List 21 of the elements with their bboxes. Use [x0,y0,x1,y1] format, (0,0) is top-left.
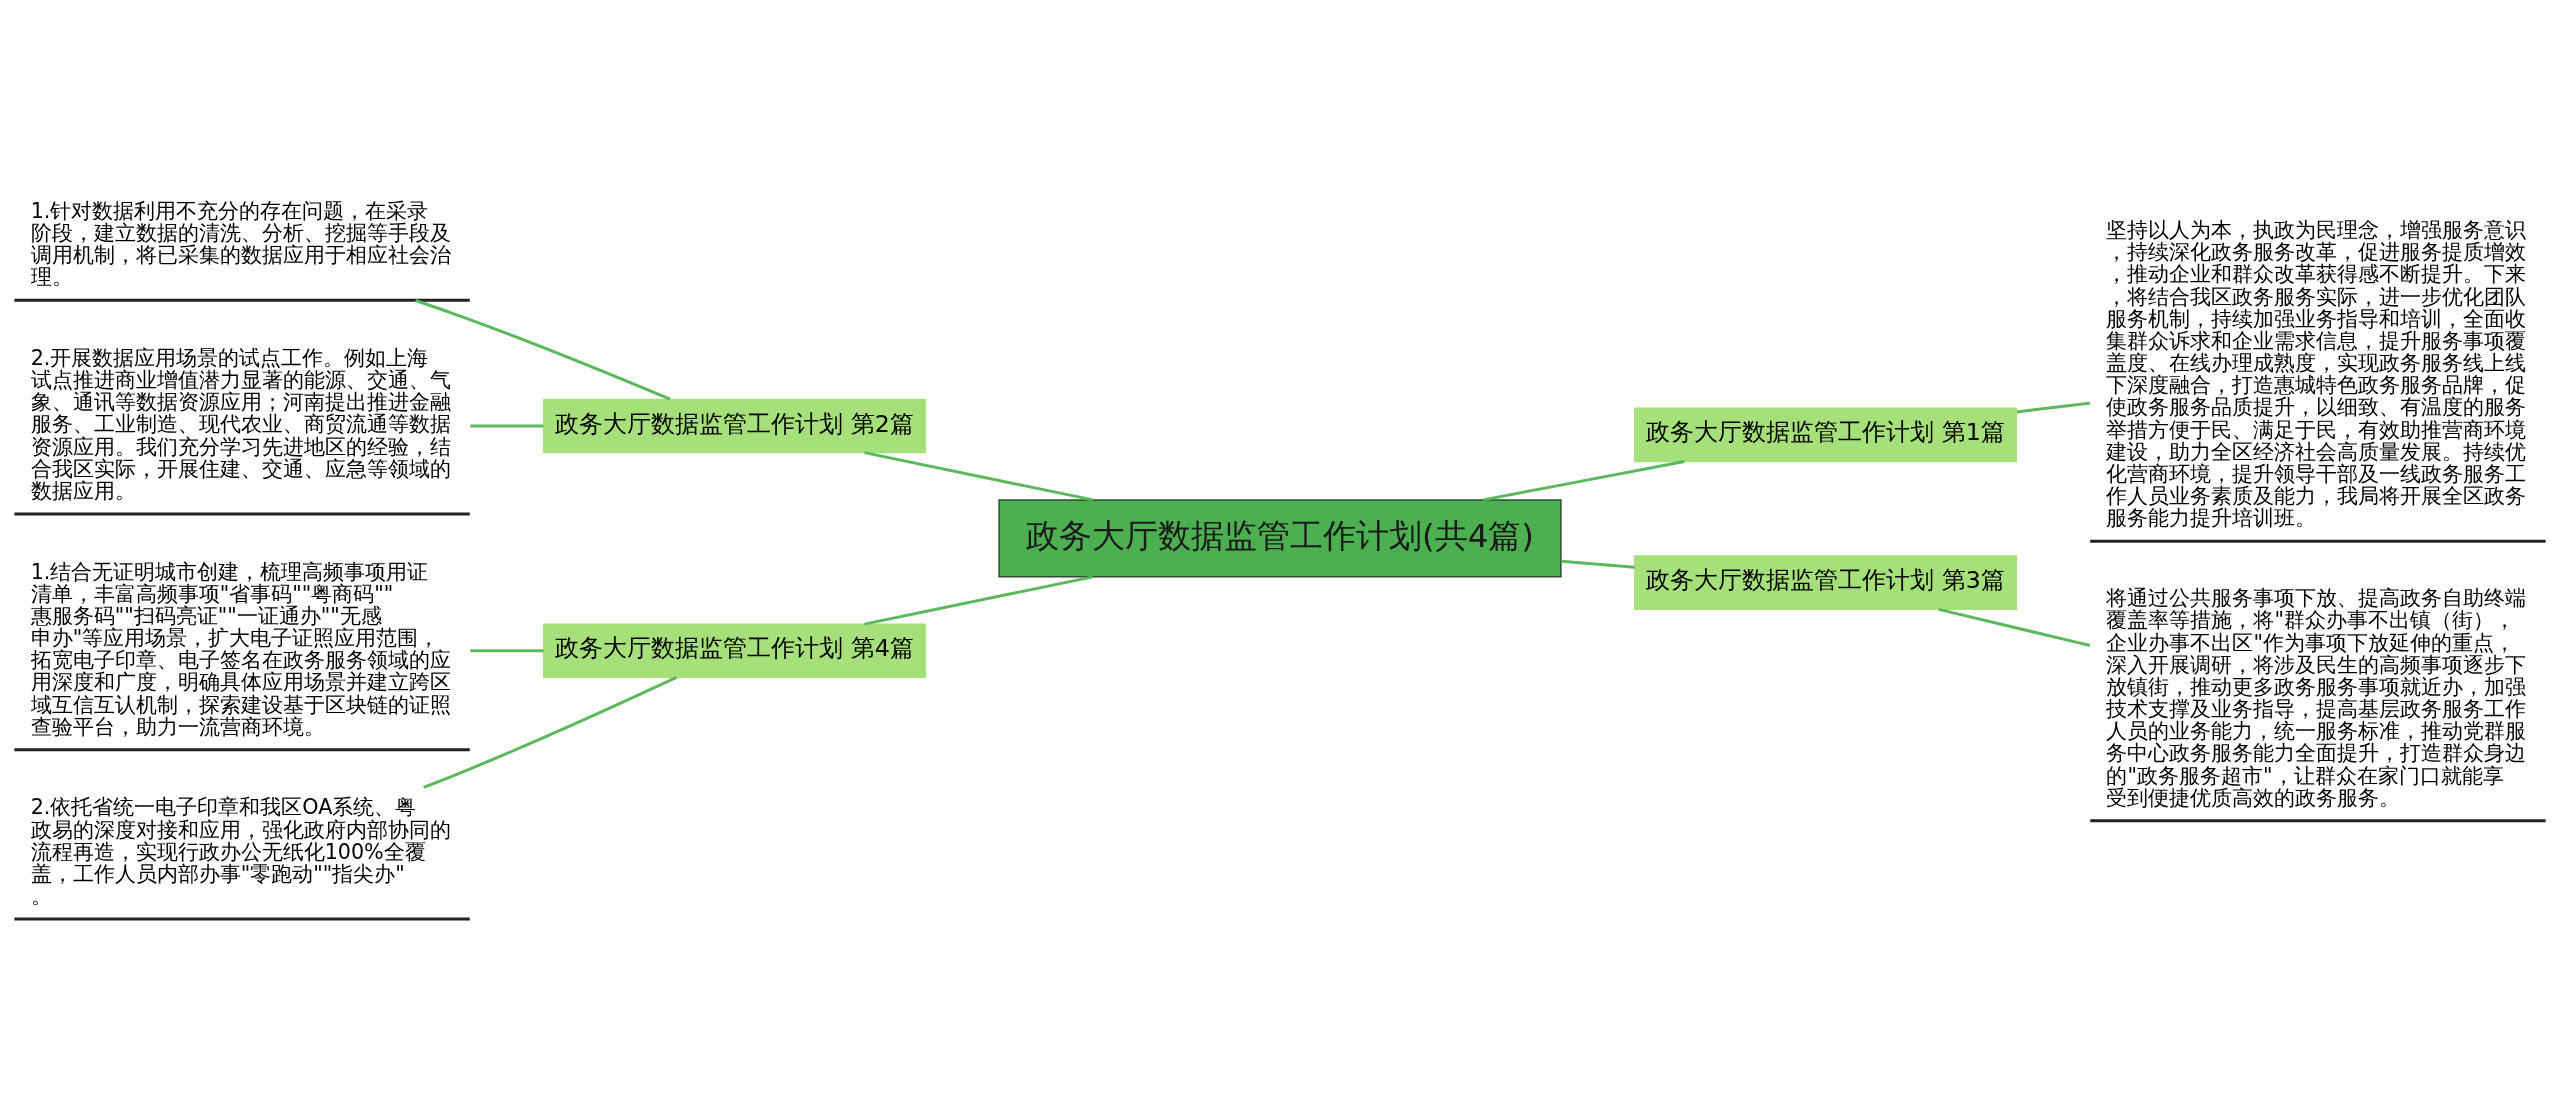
connector [470,649,544,653]
node-text: 1.针对数据利用不充分的存在问题，在采录阶段，建立数据的清洗、分析、挖掘等手段及调用机制，将已采集的数据应用于相应社会治理。 [30,198,451,290]
node-box: 政务大厅数据监管工作计划(共4篇) [998,499,1562,578]
connector [2016,401,2091,414]
node-text: 2.依托省统一电子印章和我区OA系统、粤政易的深度对接和应用，强化政府内部协同的流程再造，实现行政办公无纸化100%全覆盖，工作人员内部办事"零跑动""指尖办"。 [30,795,451,909]
node-text: 1.结合无证明城市创建，梳理高频事项用证清单，丰富高频事项"省事码""粤商码""惠服务码""扫码亮证""一证通办""无感申办"等应用场景，扩大电子证照应用范围，拓宽电子印章、电子签名在政务服务领域的应用深度和广度，明确具体应用场景并建立跨区域互信互认机制，探索建设基于区块链的证照查验平台，助力一流营商环境。 [30,559,451,739]
node-text: 将通过公共服务事项下放、提高政务自助终端覆盖率等措施，将"群众办事不出镇（街），企业办事不出区"作为事项下放延伸的重点，深入开展调研，将涉及民生的高频事项逐步下放镇街，推动更多政务服务事项就近办，加强技术支撑及业务指导，提高基层政务服务工作人员的业务能力，统一服务标准，推动党群服务中心政务服务能力全面提升，打造群众身边的"政务服务超市"，让群众在家门口就能享受到便捷优质高效的政务服务。 [2106,586,2527,810]
node-box: 政务大厅数据监管工作计划 第1篇 [1634,407,2018,463]
connector [423,676,678,789]
node-box: 政务大厅数据监管工作计划 第3篇 [1634,555,2018,611]
node-text: 坚持以人为本，执政为民理念，增强服务意识，持续深化政务服务改革，促进服务提质增效，推动企业和群众改革获得感不断提升。下来，将结合我区政务服务实际，进一步优化团队服务机制，持续加强业务指导和培训，全面收集群众诉求和企业需求信息，提升服务事项覆盖度、在线办理成熟度，实现政务服务线上线下深度融合，打造惠城特色政务服务品牌，促使政务服务品质提升，以细致、有温度的服务举措方便于民、满足于民，有效助推营商环境建设，助力全区经济社会高质量发展。持续优化营商环境，提升领导干部及一线政务服务工作人员业务素质及能力，我局将开展全区政务服务能力提升培训班。 [2106,218,2527,531]
connector [1561,559,1635,569]
node-box: 政务大厅数据监管工作计划 第4篇 [542,623,926,679]
connector [1938,607,2091,647]
connector [415,299,671,401]
connector [864,575,1094,626]
connector [1482,460,1685,502]
node-box: 政务大厅数据监管工作计划 第2篇 [542,398,926,454]
connector [470,424,544,428]
connector [864,451,1094,502]
node-text: 2.开展数据应用场景的试点工作。例如上海试点推进商业增值潜力显著的能源、交通、气象、通讯等数据资源应用；河南提出推进金融服务、工业制造、现代农业、商贸流通等数据资源应用。我们充分学习先进地区的经验，结合我区实际，开展住建、交通、应急等领域的数据应用。 [30,345,451,503]
